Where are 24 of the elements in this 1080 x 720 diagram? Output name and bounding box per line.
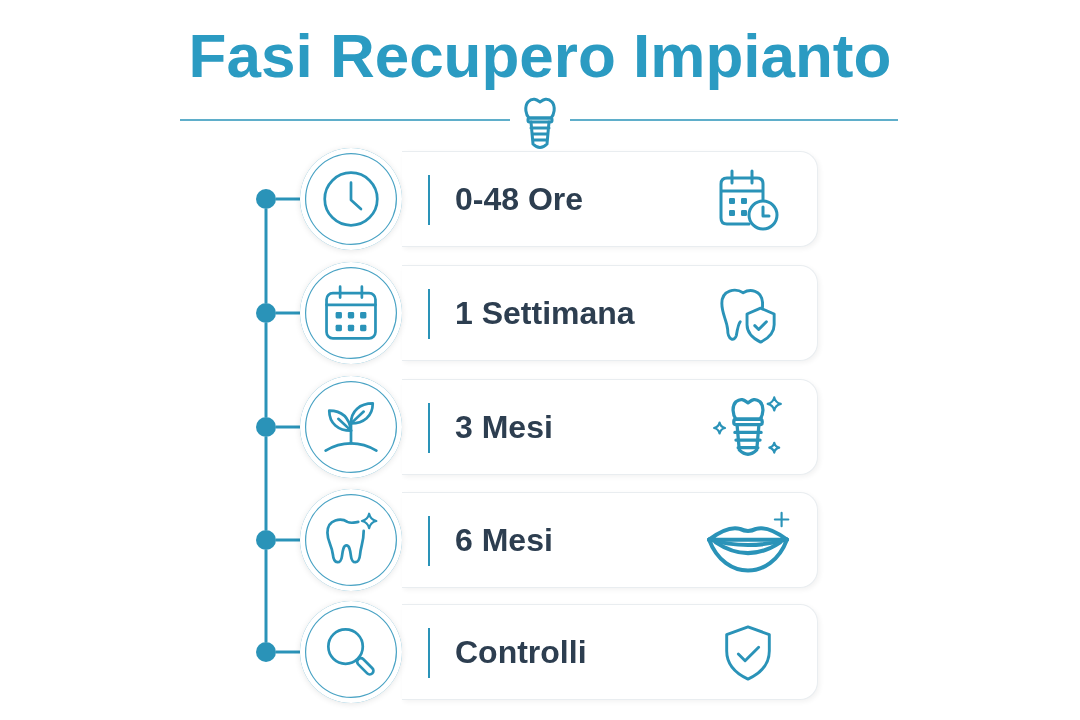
connector-line <box>264 550 268 642</box>
timeline-dot <box>256 189 276 209</box>
connector-line <box>264 437 268 530</box>
connector-line <box>276 650 300 654</box>
phase-label: Controlli <box>455 633 587 671</box>
phase-card <box>402 265 818 361</box>
timeline-dot <box>256 417 276 437</box>
phase-card <box>402 379 818 475</box>
connector-line <box>264 209 268 303</box>
timeline-dot <box>256 642 276 662</box>
timeline-dot <box>256 303 276 323</box>
phase-card <box>402 151 818 247</box>
phase-label: 3 Mesi <box>455 408 553 446</box>
phase-label: 1 Settimana <box>455 294 635 332</box>
connector-line <box>276 197 300 201</box>
connector-line <box>276 538 300 542</box>
phase-card <box>402 492 818 588</box>
timeline-dot <box>256 530 276 550</box>
phase-label: 6 Mesi <box>455 521 553 559</box>
phase-label: 0-48 Ore <box>455 180 584 218</box>
connector-line <box>264 323 268 417</box>
connector-line <box>276 311 300 315</box>
connector-line <box>276 425 300 429</box>
phase-card <box>402 604 818 700</box>
